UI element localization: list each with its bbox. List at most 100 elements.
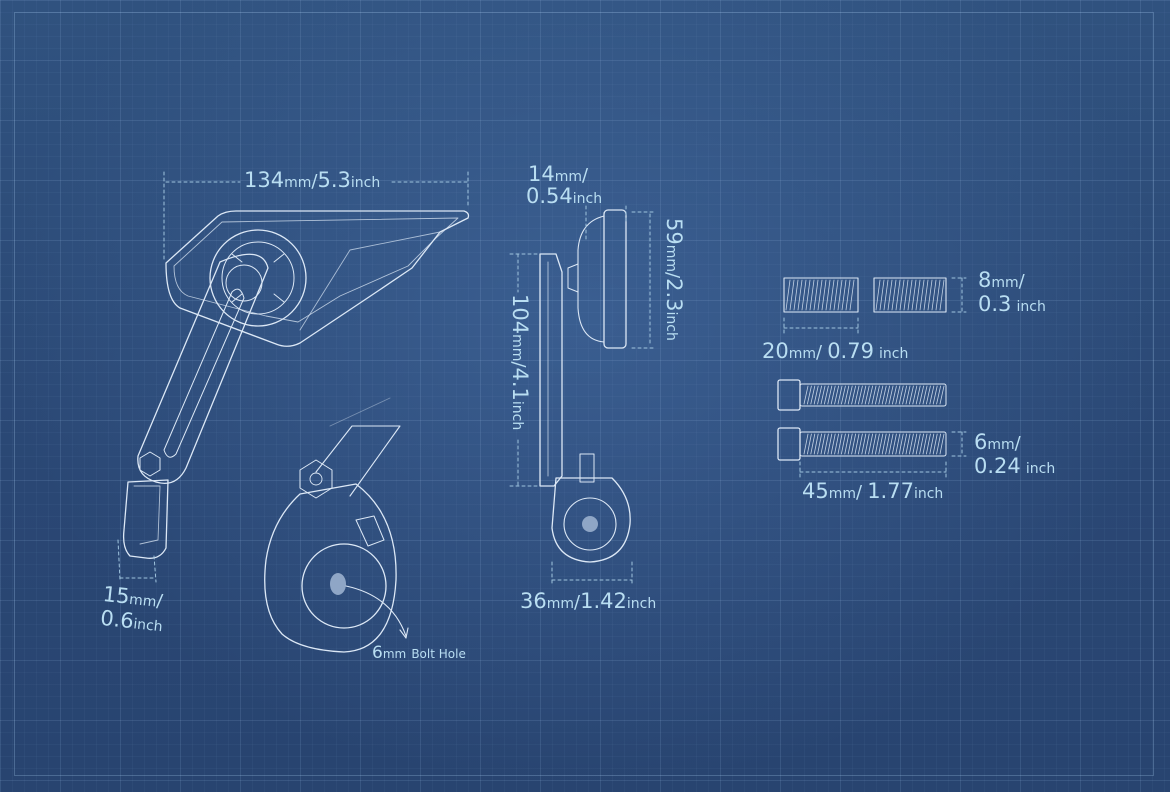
clamp-depth-mm: 36 xyxy=(520,589,547,613)
width-total-inch: 5.3 xyxy=(317,168,351,192)
total-height-inch-unit: inch xyxy=(509,400,525,431)
spacer-len-inch-unit: inch xyxy=(879,346,909,362)
bolt-thread-line xyxy=(885,385,890,405)
bolt-thread-line xyxy=(830,433,836,455)
bolt-thread-line xyxy=(895,385,901,405)
bolt-thread-line xyxy=(932,433,938,455)
bolt-dia-label: 6mm/ 0.24 inch xyxy=(974,432,1055,477)
bolt-thread-line xyxy=(936,433,941,455)
spacer-thread-line xyxy=(911,279,917,311)
bolt-dia-inch-unit: inch xyxy=(1025,461,1056,477)
width-total-inch-unit: inch xyxy=(350,175,381,191)
bolt-thread-line xyxy=(817,385,822,405)
spacer-thread-line xyxy=(891,279,897,311)
bolt-thread-line xyxy=(803,385,809,405)
bolt-thread-line xyxy=(902,385,907,405)
bolt-hole-text: Bolt Hole xyxy=(411,647,466,661)
spacer-thread-line xyxy=(825,279,831,311)
bolt-thread-line xyxy=(830,385,836,405)
side-arm xyxy=(539,253,563,487)
bolt-thread-line xyxy=(834,385,839,405)
spacer-dia-mm-unit: mm xyxy=(991,275,1019,291)
bolt-thread-line xyxy=(854,385,860,405)
bolt-thread-line xyxy=(881,385,887,405)
mirror-arm xyxy=(137,253,269,485)
clamp-depth-mm-unit: mm xyxy=(546,596,575,612)
clamp-detail-view xyxy=(264,397,409,653)
ball-socket xyxy=(567,263,579,293)
clamp-hex-bolt xyxy=(139,451,161,477)
side-clamp-bolt xyxy=(582,516,598,532)
spacer-thread-line xyxy=(915,279,921,311)
bolt-thread-line xyxy=(932,385,938,405)
bolt-thread-line xyxy=(878,433,884,455)
width-total-mm-unit: mm xyxy=(284,175,312,191)
clamp-body-inner xyxy=(133,485,161,545)
spacer-thread-line xyxy=(935,279,941,311)
bolt-thread-line xyxy=(868,385,873,405)
depth-head-inch-unit: inch xyxy=(572,191,603,207)
bolt-thread-line xyxy=(929,433,935,455)
bolt-thread-line xyxy=(936,385,941,405)
bolt-thread-line xyxy=(844,385,850,405)
spacer-thread-line xyxy=(821,279,827,311)
bolt-thread-line xyxy=(919,433,924,455)
bolt-thread-line xyxy=(922,385,928,405)
spacer-len-sep: / xyxy=(816,342,823,363)
clamp-depth-sep: / xyxy=(574,592,581,613)
bolt-thread-line xyxy=(939,433,945,455)
mirror-height-mm: 59 xyxy=(662,218,686,245)
spacer-dia-inch-unit: inch xyxy=(1016,299,1046,315)
clamp-width-label: 15mm/ 0.6inch xyxy=(99,582,166,636)
ball-joint-inner xyxy=(221,241,295,315)
total-height-mm-unit: mm xyxy=(509,334,525,362)
bolt-thread-line xyxy=(834,433,839,455)
bolt-thread-line xyxy=(824,385,829,405)
bolt-thread-line xyxy=(909,385,914,405)
bolt-thread-line xyxy=(912,385,918,405)
spacer-thread-line xyxy=(895,279,901,311)
ball-joint-notches xyxy=(231,253,285,303)
bolt-thread-line xyxy=(813,433,819,455)
bolt-thread-line xyxy=(898,433,904,455)
bolt-thread-line xyxy=(922,433,928,455)
clamp-width-mm: 15 xyxy=(101,582,131,609)
spacer-thread-line xyxy=(789,279,795,311)
depth-head-mm: 14 xyxy=(528,162,555,186)
bolt-hole-unit: mm xyxy=(382,647,407,661)
bolt-thread-line xyxy=(807,385,812,405)
depth-head-label: 14mm/ 0.54inch xyxy=(526,162,603,207)
bolt-thread-line xyxy=(841,385,846,405)
spacer-thread-line xyxy=(907,279,913,311)
clamp-width-sep: / xyxy=(155,590,164,613)
bolt-threads xyxy=(803,385,945,455)
bolt-thread-line xyxy=(919,385,924,405)
width-dimension-lines xyxy=(117,171,469,583)
bolt-thread-line xyxy=(824,433,829,455)
bolt-thread-line xyxy=(892,385,897,405)
spacer-thread-line xyxy=(805,279,811,311)
bolt-thread-line xyxy=(864,433,870,455)
spacer-thread-line xyxy=(845,279,851,311)
bolt-thread-line xyxy=(810,433,816,455)
spacer-thread-line xyxy=(837,279,843,311)
spacer-thread-line xyxy=(809,279,815,311)
spacer-thread-line xyxy=(903,279,909,311)
spacer-dia-mm: 8 xyxy=(978,268,992,292)
spacer-thread-line xyxy=(931,279,937,311)
bolt-thread-line xyxy=(864,385,870,405)
clamp-arm-stub xyxy=(315,425,401,497)
hardware-view xyxy=(777,277,967,479)
spacer-thread-line xyxy=(797,279,803,311)
bolt-thread-line xyxy=(905,385,911,405)
spacer-thread-line xyxy=(785,279,791,311)
bolt-thread-line xyxy=(858,433,863,455)
clamp-width-inch-unit: inch xyxy=(132,616,164,636)
spacer-thread-line xyxy=(883,279,889,311)
spacer-len-mm: 20 xyxy=(762,339,789,363)
bolt-thread-line xyxy=(807,433,812,455)
bolt-thread-line xyxy=(926,385,931,405)
